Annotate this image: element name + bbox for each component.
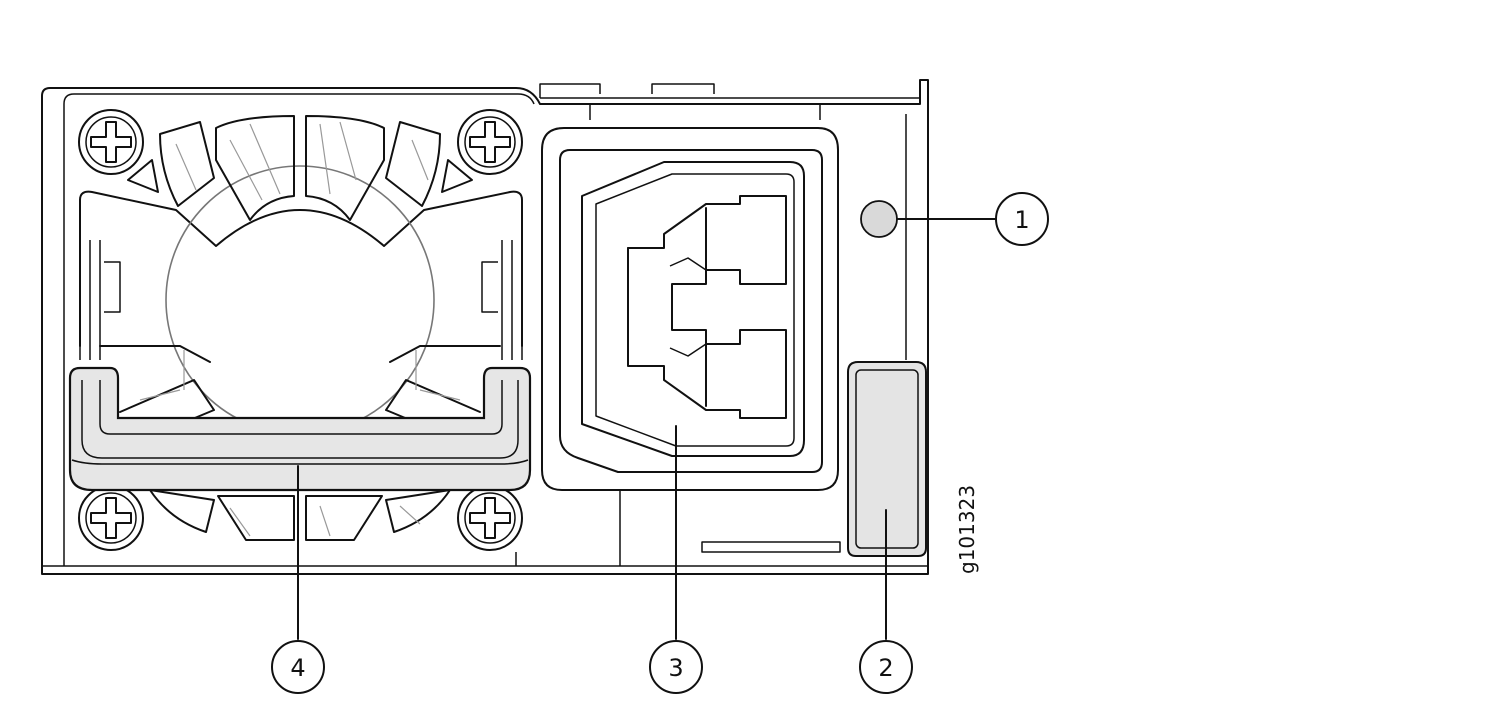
callout-3: 3 (649, 640, 703, 694)
led-icon (860, 200, 898, 238)
leader-lines (297, 218, 996, 640)
callout-3-label: 3 (668, 654, 683, 682)
callout-1: 1 (995, 192, 1049, 246)
handle-icon (68, 366, 532, 492)
figure-id-label: g101323 (955, 485, 979, 574)
latch-icon (847, 361, 927, 557)
callout-2: 2 (859, 640, 913, 694)
callout-2-label: 2 (878, 654, 893, 682)
power-inlet-icon (541, 127, 839, 491)
callout-4: 4 (271, 640, 325, 694)
callout-4-label: 4 (290, 654, 305, 682)
callout-1-label: 1 (1014, 206, 1029, 234)
